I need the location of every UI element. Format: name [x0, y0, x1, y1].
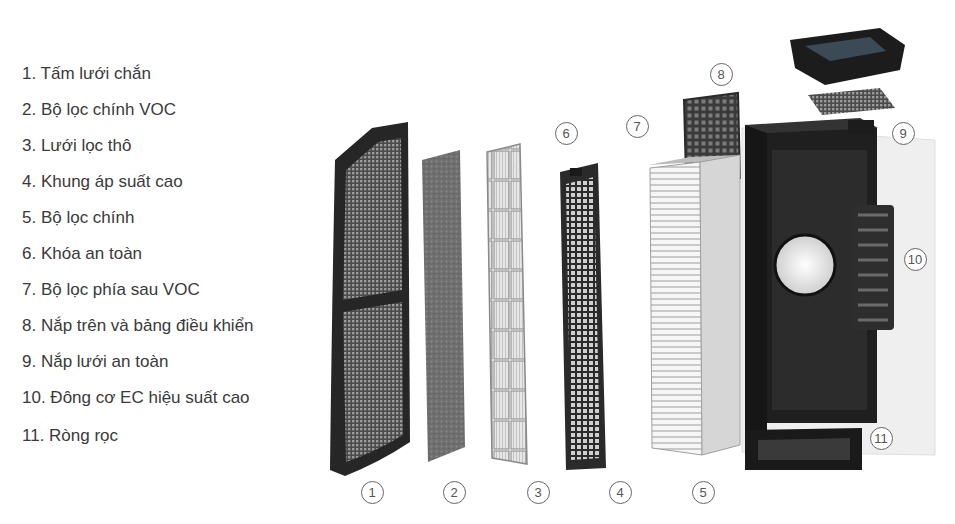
callout-number: 8 — [710, 67, 733, 82]
callout-circle: 10 — [904, 248, 927, 271]
part-name: 2. Bộ lọc chính VOC — [22, 100, 176, 120]
part-name: 7. Bộ lọc phía sau VOC — [22, 280, 200, 300]
part-name: 6. Khóa an toàn — [22, 244, 142, 264]
part-name: 9. Nắp lưới an toàn — [22, 352, 168, 372]
callout-number: 5 — [692, 485, 715, 500]
part-name: 5. Bộ lọc chính — [22, 208, 134, 228]
callout-circle: 3 — [527, 481, 550, 504]
callout-number: 10 — [904, 252, 927, 267]
callout-circle: 6 — [555, 122, 578, 145]
callout-circle: 7 — [626, 115, 649, 138]
part-name: 3. Lưới lọc thô — [22, 136, 131, 156]
callout-circle: 4 — [609, 481, 632, 504]
callout-number: 11 — [870, 431, 893, 446]
part-name: 10. Đông cơ EC hiệu suất cao — [22, 388, 250, 408]
callout-circle: 8 — [710, 63, 733, 86]
callout-number: 6 — [555, 126, 578, 141]
callout-circle: 9 — [892, 122, 915, 145]
callout-circle: 2 — [443, 481, 466, 504]
part-name: 11. Ròng rọc — [22, 426, 118, 446]
callout-circle: 5 — [692, 481, 715, 504]
callout-number: 9 — [892, 126, 915, 141]
callout-circle: 1 — [361, 481, 384, 504]
callout-number: 2 — [443, 485, 466, 500]
callout-number: 1 — [361, 485, 384, 500]
part-name: 1. Tấm lưới chắn — [22, 64, 151, 84]
callout-circle: 11 — [870, 427, 893, 450]
callout-number: 4 — [609, 485, 632, 500]
callout-number: 7 — [626, 119, 649, 134]
callout-number: 3 — [527, 485, 550, 500]
part-name: 8. Nắp trên và bảng điều khiển — [22, 316, 254, 336]
part-name: 4. Khung áp suất cao — [22, 172, 183, 192]
